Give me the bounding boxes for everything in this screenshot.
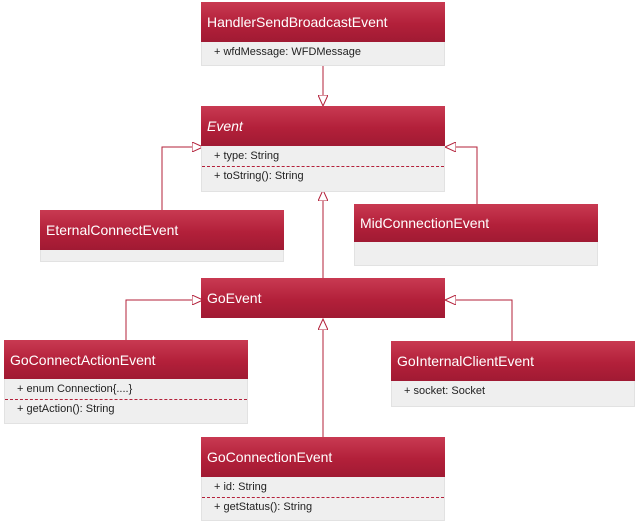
attribute: + id: String <box>214 481 267 493</box>
class-header: Event <box>201 106 445 146</box>
class-name: GoConnectActionEvent <box>10 351 156 368</box>
class-name: Event <box>207 118 243 134</box>
class-attributes: + wfdMessage: WFDMessage <box>201 42 445 66</box>
operation: + toString(): String <box>214 170 304 182</box>
class-header: GoConnectActionEvent <box>4 340 248 379</box>
attribute: + wfdMessage: WFDMessage <box>214 46 362 58</box>
attribute: + enum Connection{....} <box>17 383 133 395</box>
class-header: EternalConnectEvent <box>40 210 284 250</box>
class-members: + id: String + getStatus(): String <box>201 477 445 521</box>
class-name: HandlerSendBroadcastEvent <box>207 14 388 30</box>
class-name: MidConnectionEvent <box>360 215 490 231</box>
class-header: HandlerSendBroadcastEvent <box>201 2 445 42</box>
compartment-separator <box>202 497 444 498</box>
class-attributes <box>354 242 598 266</box>
arrow-eternal-to-event <box>161 147 203 210</box>
operation: + getAction(): String <box>17 403 115 415</box>
class-header: GoEvent <box>201 278 445 318</box>
class-header: GoInternalClientEvent <box>391 341 635 381</box>
attribute: + type: String <box>214 150 280 162</box>
arrow-mid-to-event <box>445 147 478 204</box>
class-name: GoConnectionEvent <box>207 449 333 465</box>
class-handler-send-broadcast-event[interactable]: HandlerSendBroadcastEvent + wfdMessage: … <box>201 2 445 66</box>
arrow-goconnectaction-to-goevent <box>125 300 203 340</box>
class-eternal-connect-event[interactable]: EternalConnectEvent <box>40 210 284 262</box>
class-header: GoConnectionEvent <box>201 437 445 477</box>
class-name: EternalConnectEvent <box>46 222 179 238</box>
arrow-gointernal-to-goevent <box>445 300 513 341</box>
class-mid-connection-event[interactable]: MidConnectionEvent <box>354 204 598 266</box>
class-go-internal-client-event[interactable]: GoInternalClientEvent + socket: Socket <box>391 341 635 407</box>
attribute: + socket: Socket <box>404 385 486 397</box>
class-header: MidConnectionEvent <box>354 204 598 242</box>
operation: + getStatus(): String <box>214 501 313 513</box>
class-members: + type: String + toString(): String <box>201 146 445 192</box>
compartment-separator <box>5 399 247 400</box>
class-attributes <box>40 250 284 262</box>
class-go-connect-action-event[interactable]: GoConnectActionEvent + enum Connection{.… <box>4 340 248 424</box>
class-event[interactable]: Event + type: String + toString(): Strin… <box>201 106 445 192</box>
class-name: GoInternalClientEvent <box>397 353 534 369</box>
compartment-separator <box>202 166 444 167</box>
class-attributes: + socket: Socket <box>391 381 635 407</box>
class-members: + enum Connection{....} + getAction(): S… <box>4 379 248 424</box>
class-go-event[interactable]: GoEvent <box>201 278 445 318</box>
class-go-connection-event[interactable]: GoConnectionEvent + id: String + getStat… <box>201 437 445 521</box>
class-name: GoEvent <box>207 290 262 306</box>
